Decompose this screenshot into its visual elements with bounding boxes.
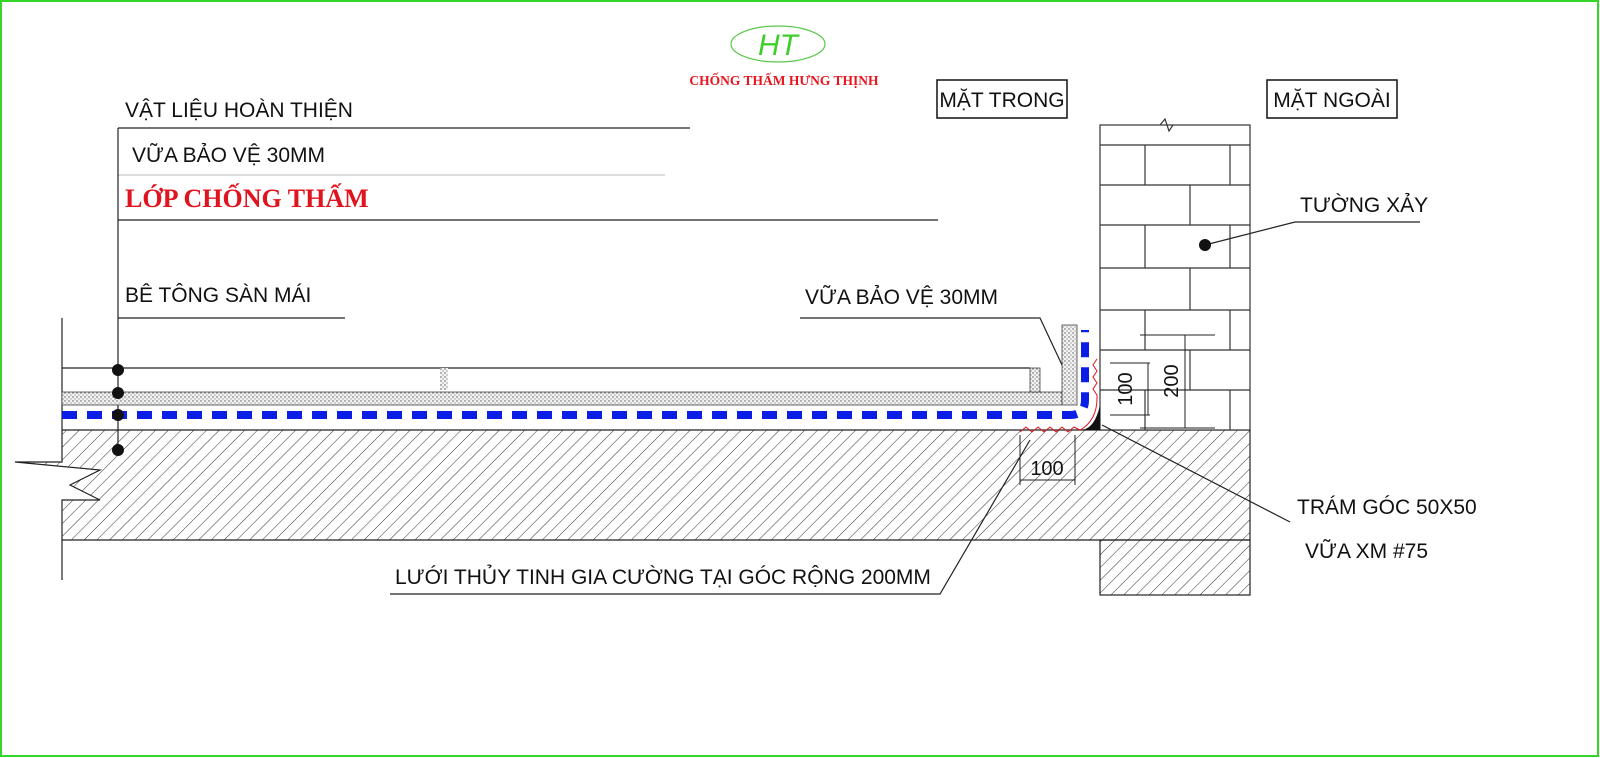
waterproof-layer-label: LỚP CHỐNG THẤM [125,184,369,213]
fiberglass-mesh [1019,358,1098,433]
outside-label: MẶT NGOÀI [1273,89,1390,112]
slab-label: BÊ TÔNG SÀN MÁI [125,284,311,307]
wall-mortar-label: VỮA BẢO VỆ 30MM [805,285,998,309]
dimension-lines [1019,334,1215,485]
corner-fill-label: TRÁM GÓC 50X50 [1297,496,1477,519]
wall-label: TƯỜNG XẢY [1300,194,1428,217]
wall-footing [1099,539,1251,596]
wall-mortar-layer [1061,324,1078,406]
mesh-label: LƯỚI THỦY TINH GIA CƯỜNG TẠI GÓC RỘNG 20… [395,565,931,589]
logo-initials: HT [758,29,801,62]
inside-box [936,79,1068,119]
brick-wall [1099,117,1251,431]
dim-horizontal: 100 [1030,458,1063,480]
logo: HT CHỐNG THẤM HƯNG THỊNH [689,25,879,88]
concrete-slab [14,429,1251,541]
protective-mortar-layer [61,391,1063,406]
finish-layer-label: VẬT LIỆU HOÀN THIỆN [125,99,353,122]
mortar-layer-label: VỮA BẢO VỆ 30MM [132,143,325,167]
dim-vertical-large: 200 [1161,364,1183,397]
corner-mortar-label: VỮA XM #75 [1305,539,1428,563]
waterproof-membrane [62,330,1089,419]
outside-box [1266,79,1398,119]
logo-ellipse [730,25,826,63]
dim-vertical-small: 100 [1115,372,1137,405]
corner-fill [1082,405,1100,430]
logo-company: CHỐNG THẤM HƯNG THỊNH [689,73,879,88]
inside-label: MẶT TRONG [939,89,1064,112]
leader-dots [112,364,124,456]
